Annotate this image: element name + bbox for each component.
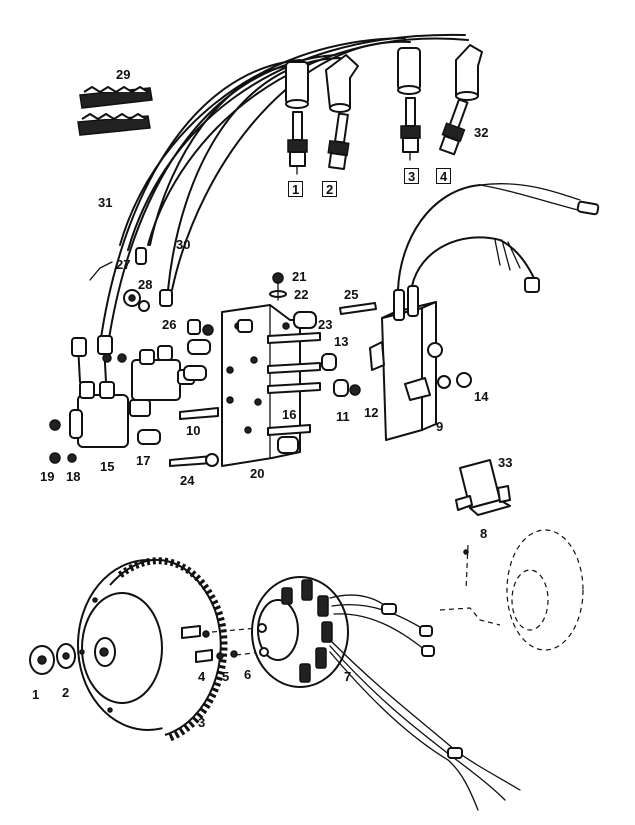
label-17: 17: [136, 453, 151, 468]
stator-screws: [181, 625, 263, 663]
spark-plug-2: [327, 112, 350, 171]
label-4: 4: [198, 669, 206, 684]
label-13: 13: [334, 334, 349, 349]
spark-plug-1: [287, 111, 308, 175]
label-26-upper: 26: [162, 317, 177, 332]
flywheel: [77, 557, 228, 742]
wire-connectors: [89, 247, 173, 312]
trigger-sensor: [455, 459, 511, 516]
label-2: 2: [62, 685, 70, 700]
label-11: 11: [336, 409, 350, 424]
spark-plug-4: [439, 98, 469, 156]
label-23: 23: [318, 317, 333, 332]
ignition-coil-middle: [129, 319, 214, 445]
spark-plugs: [287, 97, 469, 175]
label-16: 16: [282, 407, 297, 422]
cap-strips: [77, 86, 153, 136]
plug-number-4: 4: [436, 168, 452, 184]
label-28: 28: [138, 277, 153, 292]
label-31: 31: [98, 195, 113, 210]
label-27: 27: [116, 257, 131, 272]
ignition-wires: [99, 33, 469, 346]
stator-wiring: [329, 594, 521, 811]
label-14: 14: [474, 389, 489, 404]
ignition-coil-left: [49, 335, 129, 464]
stator: [251, 576, 349, 688]
label-9: 9: [436, 419, 444, 434]
plug-cap-4: [455, 44, 483, 101]
control-unit-wiring: [397, 183, 600, 293]
label-10: 10: [186, 423, 201, 438]
label-20: 20: [250, 466, 265, 481]
label-8: 8: [480, 526, 488, 541]
label-24: 24: [180, 473, 195, 488]
label-19: 19: [40, 469, 55, 484]
label-3: 3: [198, 715, 206, 730]
label-7: 7: [344, 669, 352, 684]
plug-number-2: 2: [322, 181, 338, 197]
label-21: 21: [292, 269, 307, 284]
label-6: 6: [244, 667, 252, 682]
label-1: 1: [32, 687, 40, 702]
label-29: 29: [116, 67, 131, 82]
label-25: 25: [344, 287, 359, 302]
label-33: 33: [498, 455, 513, 470]
engine-outline: [439, 529, 584, 651]
plug-number-1: 1: [288, 181, 304, 197]
label-22: 22: [294, 287, 309, 302]
control-unit: [369, 285, 472, 441]
label-32: 32: [474, 125, 489, 140]
label-5: 5: [222, 669, 230, 684]
plug-number-3: 3: [404, 168, 420, 184]
plug-cap-2: [325, 54, 359, 113]
label-15: 15: [100, 459, 115, 474]
bolts-and-spacers: [169, 272, 377, 467]
label-12: 12: [364, 405, 379, 420]
flywheel-nut-washer: [29, 643, 76, 675]
plug-cap-3: [397, 47, 421, 95]
label-30: 30: [176, 237, 191, 252]
plug-cap-1: [285, 61, 309, 109]
label-18: 18: [66, 469, 81, 484]
spark-plug-3: [400, 97, 421, 161]
